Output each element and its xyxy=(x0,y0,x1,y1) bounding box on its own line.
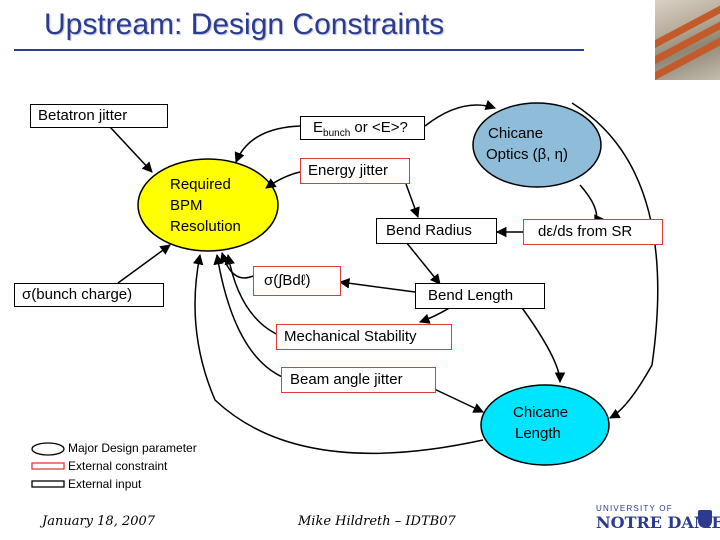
legend-input: External input xyxy=(68,477,142,491)
mechanical-stability-label: Mechanical Stability xyxy=(284,328,417,345)
beam-angle-jitter-label: Beam angle jitter xyxy=(290,371,403,388)
page-title: Upstream: Design Constraints xyxy=(44,8,445,41)
arrow-optics-chicanelength xyxy=(571,102,659,419)
beam-angle-jitter-box: Beam angle jitter xyxy=(281,367,436,393)
footer-date: January 18, 2007 xyxy=(42,514,156,529)
footer-author: Mike Hildreth – IDTB07 xyxy=(298,514,456,529)
chicane-optics-line2: Optics (β, η) xyxy=(486,146,568,163)
arrow-sigmabdl-bpm xyxy=(219,251,254,279)
bend-length-box: Bend Length xyxy=(415,283,545,309)
beamline-photo xyxy=(655,0,720,80)
required-bpm-label: Required BPM Resolution xyxy=(170,174,241,237)
arrow-ebunch-optics xyxy=(424,100,496,127)
logo-main-text: NOTRE DAME xyxy=(596,513,720,532)
energy-jitter-label: Energy jitter xyxy=(308,162,389,179)
arrow-energyjitter-bpm xyxy=(265,171,301,189)
chicane-optics-ellipse xyxy=(472,102,602,188)
ebunch-rest: or <E>? xyxy=(350,119,408,136)
arrow-beamangle-bpm xyxy=(213,253,291,381)
required-bpm-line1: Required xyxy=(170,176,231,193)
arrow-ebunch-bpm xyxy=(234,125,301,163)
legend-red-swatch xyxy=(31,462,65,470)
sigma-bunch-charge-label: σ(bunch charge) xyxy=(22,286,133,303)
bend-radius-box: Bend Radius xyxy=(376,218,497,244)
chicane-optics-label: Chicane Optics (β, η) xyxy=(486,123,568,165)
chicane-length-line1: Chicane xyxy=(513,404,569,421)
de-ds-label: dε/ds from SR xyxy=(538,223,633,240)
arrow-sigmabdl-bendlength xyxy=(338,278,416,293)
logo-top-text: UNIVERSITY OF xyxy=(596,504,673,513)
legend-black-swatch xyxy=(31,480,65,488)
required-bpm-line2: BPM xyxy=(170,197,203,214)
arrow-beamangle-chicanelength xyxy=(429,386,484,413)
chicane-optics-line1: Chicane xyxy=(488,125,544,142)
mechanical-stability-box: Mechanical Stability xyxy=(276,324,452,350)
arrow-mechstab-bpm xyxy=(224,253,284,338)
bend-radius-label: Bend Radius xyxy=(386,222,472,239)
ebunch-sub: bunch xyxy=(323,128,351,139)
title-underline xyxy=(14,49,584,51)
arrow-betatron-to-bpm xyxy=(109,126,153,173)
bend-length-label: Bend Length xyxy=(428,287,514,304)
arrow-bendradius-bendlength xyxy=(405,241,441,285)
energy-jitter-box: Energy jitter xyxy=(300,158,410,184)
notre-dame-logo: UNIVERSITY OF NOTRE DAME xyxy=(596,504,720,538)
chicane-length-line2: Length xyxy=(515,425,561,442)
arrow-bpm-bunchcharge xyxy=(117,244,171,284)
ebunch-main: E xyxy=(313,119,324,136)
arrow-energyjitter-bendradius xyxy=(405,183,420,218)
legend-constraint: External constraint xyxy=(68,459,168,473)
chicane-length-label: Chicane Length xyxy=(513,402,568,444)
shield-icon xyxy=(698,510,712,528)
betatron-jitter-box: Betatron jitter xyxy=(30,104,168,128)
arrow-bendlength-chicanelength xyxy=(519,304,566,384)
legend-major: Major Design parameter xyxy=(68,441,197,455)
arrow-chicanelength-bpm xyxy=(193,253,484,455)
required-bpm-line3: Resolution xyxy=(170,218,241,235)
chicane-length-ellipse xyxy=(480,384,610,466)
legend-ellipse-swatch xyxy=(31,442,65,456)
sigma-bdl-box: σ(∫Bdℓ) xyxy=(253,266,341,296)
sigma-bdl-label: σ(∫Bdℓ) xyxy=(264,272,311,289)
sigma-bunch-charge-box: σ(bunch charge) xyxy=(14,283,164,307)
ebunch-box: Ebunch or <E>? xyxy=(300,116,425,140)
de-ds-box: dε/ds from SR xyxy=(523,219,663,245)
required-bpm-ellipse xyxy=(137,158,279,252)
betatron-jitter-label: Betatron jitter xyxy=(38,107,128,124)
